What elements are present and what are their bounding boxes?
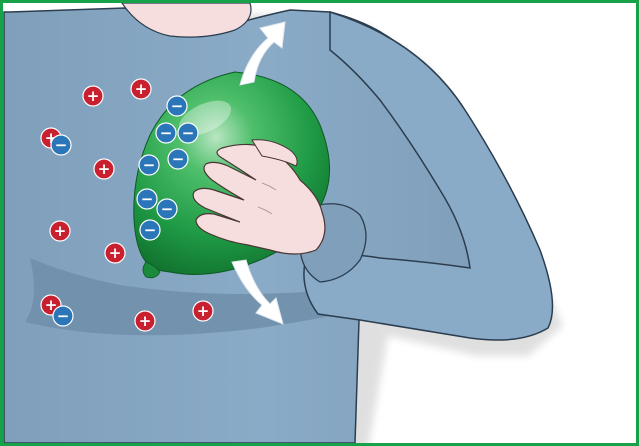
negative-charge: −: [156, 123, 176, 143]
negative-charge: −: [139, 155, 159, 175]
negative-charge: −: [137, 189, 157, 209]
positive-symbol: +: [54, 222, 67, 240]
negative-charge: −: [167, 96, 187, 116]
positive-symbol: +: [87, 87, 100, 105]
positive-charge: +: [94, 159, 114, 179]
positive-charge: +: [83, 86, 103, 106]
static-electricity-illustration: +++++++++−−−−−−−−−−: [3, 3, 636, 443]
positive-symbol: +: [109, 244, 122, 262]
negative-symbol: −: [57, 307, 70, 325]
negative-symbol: −: [143, 156, 156, 174]
negative-symbol: −: [55, 136, 68, 154]
negative-symbol: −: [172, 150, 185, 168]
negative-symbol: −: [171, 97, 184, 115]
negative-charge: −: [53, 306, 73, 326]
negative-symbol: −: [161, 200, 174, 218]
positive-symbol: +: [197, 302, 210, 320]
positive-symbol: +: [139, 312, 152, 330]
positive-charge: +: [131, 79, 151, 99]
positive-charge: +: [135, 311, 155, 331]
positive-charge: +: [193, 301, 213, 321]
negative-charge: −: [168, 149, 188, 169]
negative-symbol: −: [141, 190, 154, 208]
negative-charge: −: [157, 199, 177, 219]
negative-charge: −: [178, 123, 198, 143]
negative-symbol: −: [160, 124, 173, 142]
positive-symbol: +: [135, 80, 148, 98]
negative-charge: −: [140, 220, 160, 240]
negative-symbol: −: [144, 221, 157, 239]
positive-symbol: +: [98, 160, 111, 178]
positive-charge: +: [105, 243, 125, 263]
positive-charge: +: [50, 221, 70, 241]
negative-charge: −: [51, 135, 71, 155]
negative-symbol: −: [182, 124, 195, 142]
